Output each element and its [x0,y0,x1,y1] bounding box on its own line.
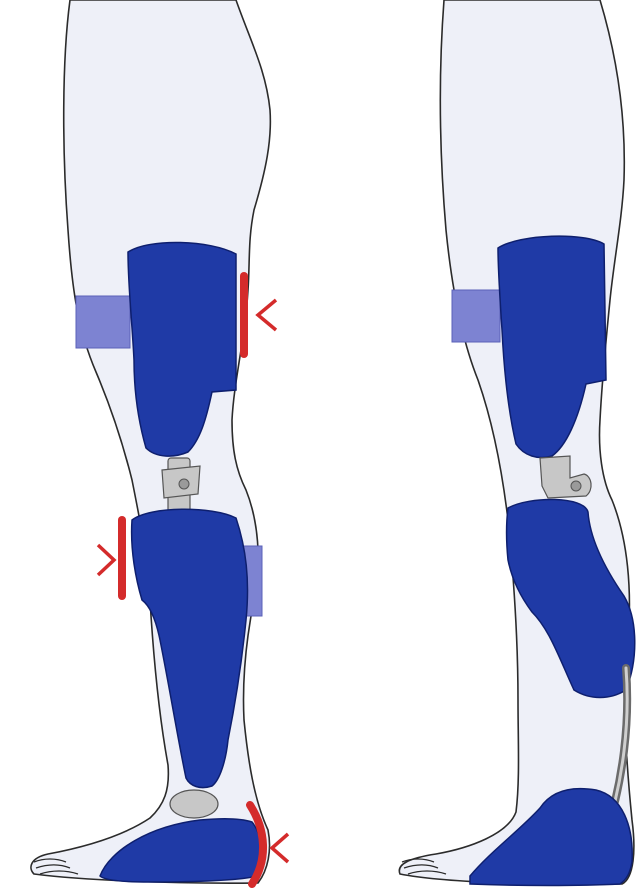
right-thigh-strap [452,290,500,342]
left-foot-plate [100,819,261,882]
left-panel-lateral-view [31,0,288,884]
left-thigh-strap [76,296,130,348]
force-marker-shin [98,520,122,596]
left-ankle-joint [170,790,218,818]
right-panel-medial-view [399,0,634,886]
